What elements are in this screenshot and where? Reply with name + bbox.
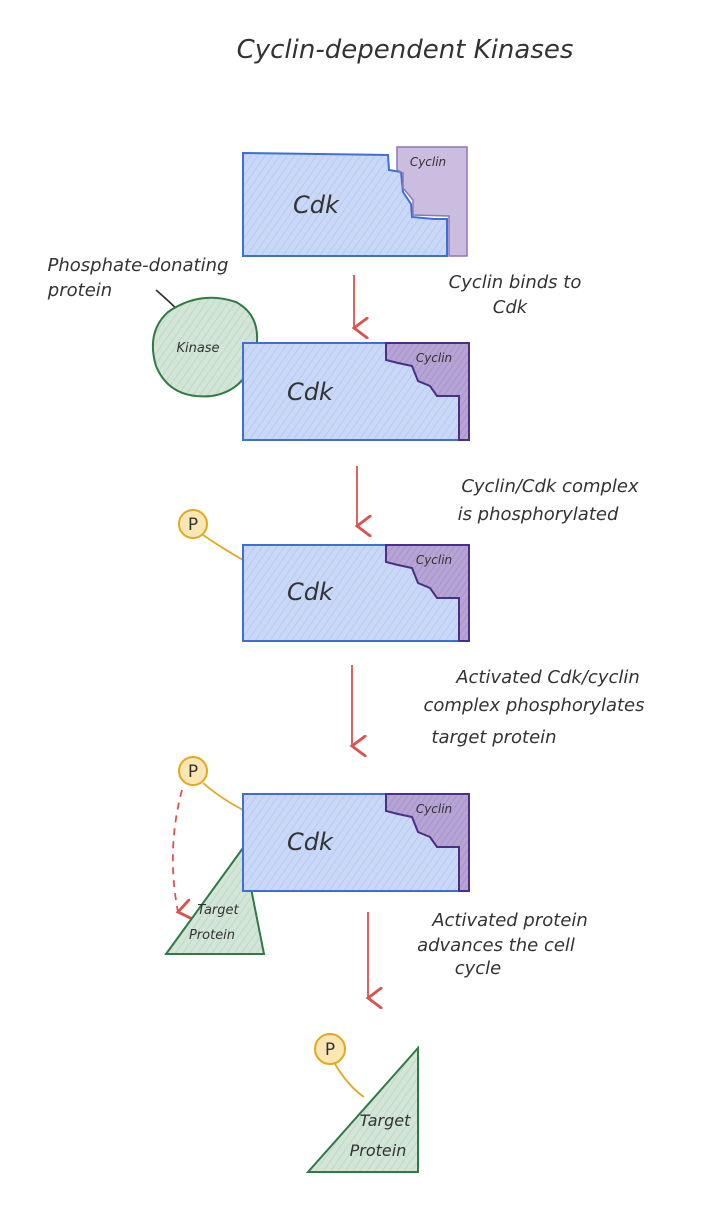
cyclin-label-3: Cyclin [416,553,452,567]
phosphate-circle-3 [178,509,208,539]
phosphate-donating-label-line1: Phosphate-donating [48,255,229,276]
step-3-line2: complex phosphorylates [424,695,645,716]
cdk-label-2: Cdk [287,378,334,406]
phosphate-transfer-arrow [171,789,182,912]
step-1-line1: Cyclin binds to [449,272,582,293]
cdk-label-3: Cdk [287,578,334,606]
target-label-4-line1: Target [197,903,239,918]
kinase-label: Kinase [176,341,219,356]
cyclin-block-3 [385,544,470,642]
cyclin-label-4: Cyclin [416,802,452,816]
step-2-line1: Cyclin/Cdk complex [461,476,639,497]
step-2-line2: is phosphorylated [458,504,619,525]
stage-3-phosphorylated-complex: P Cdk Cyclin [178,509,470,642]
stage-4-phosphorylating-target: P Target Protein Cdk Cyclin [164,756,470,955]
step-3-line3: target protein [431,727,556,748]
target-label-4-line2: Protein [189,928,235,943]
cyclin-label-1: Cyclin [410,155,446,169]
step-1-line2: Cdk [493,297,529,318]
phosphate-label-5: P [325,1040,335,1060]
cyclin-block-1 [396,146,468,257]
cdk-label-1: Cdk [293,191,340,219]
step-4-line2: advances the cell [417,935,575,956]
phosphate-link-5 [334,1063,365,1098]
phosphate-link-3 [202,534,244,561]
target-label-5-line1: Target [360,1111,411,1130]
target-protein-4 [164,845,266,955]
stage-2-kinase-complex: Kinase Cdk Cyclin [152,296,470,441]
phosphate-label-3: P [188,515,198,535]
phosphate-donating-label-line2: protein [47,280,112,301]
target-protein-5 [305,1045,419,1173]
cyclin-block-2 [385,342,470,441]
stage-5-activated-target: P Target Protein [305,1033,419,1173]
phosphate-link-4 [202,782,244,811]
kinase-blob [152,296,258,398]
cdk-label-4: Cdk [287,828,334,856]
stage-1-cdk-cyclin-separate: Cdk Cyclin [242,146,468,257]
phosphate-circle-4 [178,756,208,786]
cyclin-block-4 [385,793,470,892]
step-3-line1: Activated Cdk/cyclin [455,667,640,688]
target-label-5-line2: Protein [350,1141,407,1160]
step-4-line1: Activated protein [431,910,588,931]
cdk-block-1 [242,151,448,257]
phosphate-circle-5 [314,1033,346,1065]
phosphate-label-4: P [188,762,198,782]
step-4-line3: cycle [455,958,502,979]
diagram-title: Cyclin-dependent Kinases [237,35,574,65]
cyclin-label-2: Cyclin [416,351,452,365]
